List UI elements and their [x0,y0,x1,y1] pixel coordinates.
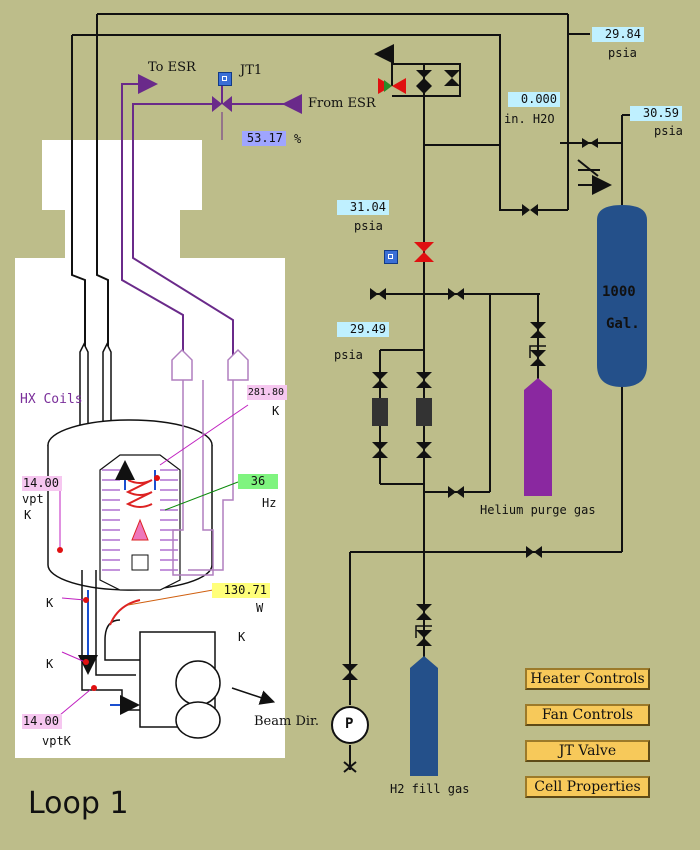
jt1-control-button[interactable] [218,72,232,86]
vessels [331,205,647,776]
jt1-percent-unit: % [294,132,302,146]
lower-pressure-unit: psia [334,348,363,362]
to-esr-label: To ESR [148,60,196,75]
vpt-upper-unit: K [24,508,32,522]
jt1-label: JT1 [240,63,263,78]
heater-power-unit: W [256,601,264,615]
vpt-lower-label: vptK [42,734,71,748]
fan-controls-button[interactable]: Fan Controls [525,704,650,726]
supply-valve-control-button[interactable] [384,250,398,264]
dewar-unit-label: Gal. [606,316,640,332]
jt1-percent-readout: 53.17 [242,131,286,146]
vpt-upper-readout: 14.00 [22,476,62,491]
target-cell [47,342,276,739]
temp-unit-left-2: K [46,657,54,671]
supply-pressure-readout: 31.04 [337,200,389,215]
helium-purge-label: Helium purge gas [480,503,596,517]
page-title: Loop 1 [28,786,129,821]
esr-lines [121,74,302,360]
pump-label: P [345,716,354,732]
fan-frequency-unit: Hz [262,496,277,510]
jt1-valve [212,86,232,140]
cell-properties-button[interactable]: Cell Properties [525,776,650,798]
from-esr-label: From ESR [308,96,376,111]
temperature-top-readout: 281.80 [247,385,287,400]
vpt-upper-label: vpt [22,492,44,506]
jt-valve-button[interactable]: JT Valve [525,740,650,762]
dewar-pressure-unit: psia [654,124,683,138]
dewar-volume-label: 1000 [602,284,636,300]
lower-pressure-readout: 29.49 [337,322,389,337]
differential-pressure-readout: 0.000 [508,92,560,107]
pressure-top-readout: 29.84 [592,27,644,42]
beam-direction-label: Beam Dir. [254,714,319,729]
pressure-top-unit: psia [608,46,637,60]
h2-fill-label: H2 fill gas [390,782,470,796]
temp-unit-mid: K [238,630,246,644]
hx-coils-label: HX Coils [20,392,83,407]
valves [342,70,598,680]
heater-power-readout: 130.71 [212,583,270,598]
dewar-pressure-readout: 30.59 [630,106,682,121]
differential-pressure-unit: in. H2O [504,112,555,126]
vpt-lower-readout: 14.00 [22,714,62,729]
temperature-top-unit: K [272,404,280,418]
supply-pressure-unit: psia [354,219,383,233]
fan-frequency-readout: 36 [238,474,278,489]
temp-unit-left-1: K [46,596,54,610]
heater-controls-button[interactable]: Heater Controls [525,668,650,690]
